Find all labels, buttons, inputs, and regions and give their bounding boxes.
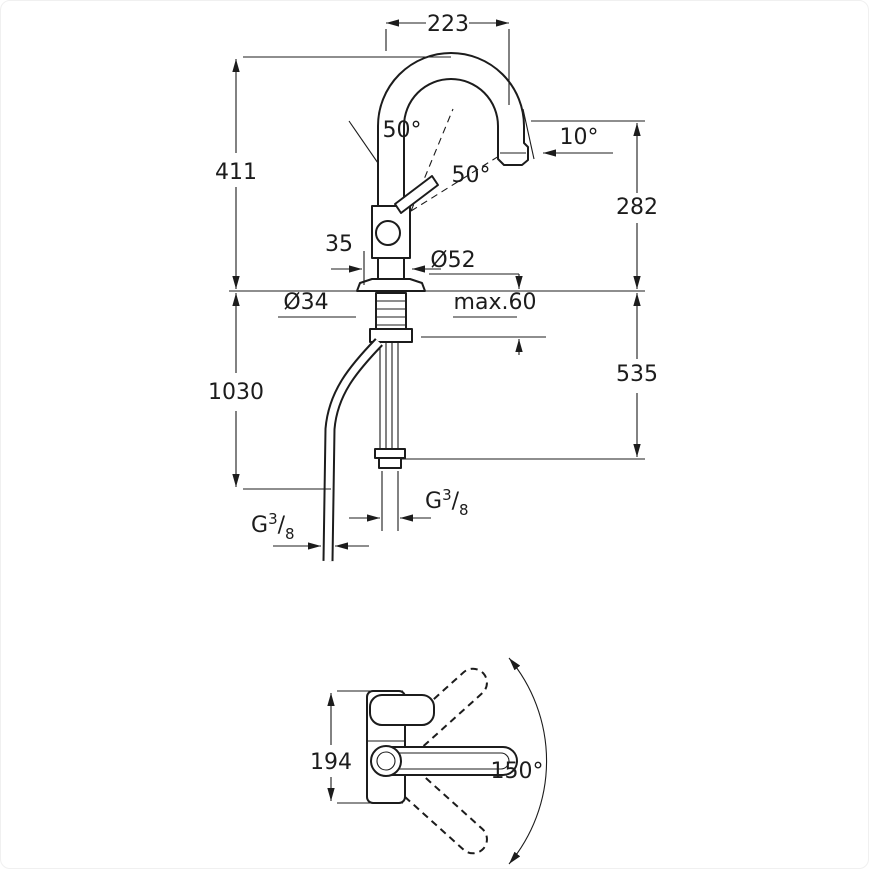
spout-pivot-outer-circle (370, 745, 402, 777)
outlet-angle-label: 10° (560, 125, 599, 150)
swivel-angle-label: 150° (491, 759, 544, 784)
handle-range-line-dashed-right (410, 150, 508, 212)
dimension-reach: 223 (385, 12, 510, 105)
threaded-shank (375, 292, 407, 330)
thread-size-supply: G3/8 (349, 471, 469, 531)
spout-dashed-outline (379, 667, 488, 769)
thread-size-supply-label: G3/8 (425, 486, 469, 519)
dim-reach-label: 223 (427, 12, 469, 37)
flexible-hose-inner (324, 339, 382, 562)
dim-outlet-height-label: 282 (616, 195, 658, 220)
handle-lever (394, 175, 439, 214)
spout-dashed-outline (379, 753, 488, 855)
dim-base-height-label: 194 (310, 750, 352, 775)
dim-body-width-label: 35 (325, 232, 353, 257)
base-escutcheon (356, 278, 426, 292)
handle-pivot-circle (375, 220, 401, 246)
body-diameter-label: Ø52 (430, 248, 475, 273)
hole-diameter-label: Ø34 (283, 290, 328, 315)
plan-view: 194 150° (310, 657, 548, 865)
handle-angle-left-label: 50° (383, 118, 422, 143)
front-view: 223 411 50° 50° 10° 282 35 Ø (208, 12, 658, 562)
outlet-angle-reference-line (522, 108, 535, 160)
mounting-nut (369, 328, 413, 343)
dimension-outlet-height: 282 (531, 120, 658, 289)
spout-swivel-up (379, 667, 488, 769)
dimension-body-width: 35 (325, 232, 441, 285)
spout-swivel-down (379, 753, 488, 855)
supply-connector-upper (374, 448, 406, 459)
thread-size-hose-label: G3/8 (251, 510, 295, 543)
thread-size-hose: G3/8 (251, 510, 369, 550)
dim-hose-length-label: 1030 (208, 380, 264, 405)
dim-below-counter-label: 535 (616, 362, 658, 387)
spout-plan-inner-line (391, 752, 510, 770)
swivel-arc (508, 657, 548, 865)
dimension-counter-thickness: max.60 (453, 274, 536, 355)
dimension-hose-length: 1030 (208, 293, 331, 490)
dimension-below-counter: 535 (401, 293, 658, 460)
dimension-height: 411 (215, 56, 451, 289)
handle-plan-outline (369, 694, 435, 726)
spout-pivot-inner-circle (376, 751, 396, 771)
dim-height-label: 411 (215, 160, 257, 185)
handle-angle-right-label: 50° (452, 163, 491, 188)
supply-connector-lower (378, 457, 402, 469)
counter-thickness-label: max.60 (454, 290, 537, 315)
